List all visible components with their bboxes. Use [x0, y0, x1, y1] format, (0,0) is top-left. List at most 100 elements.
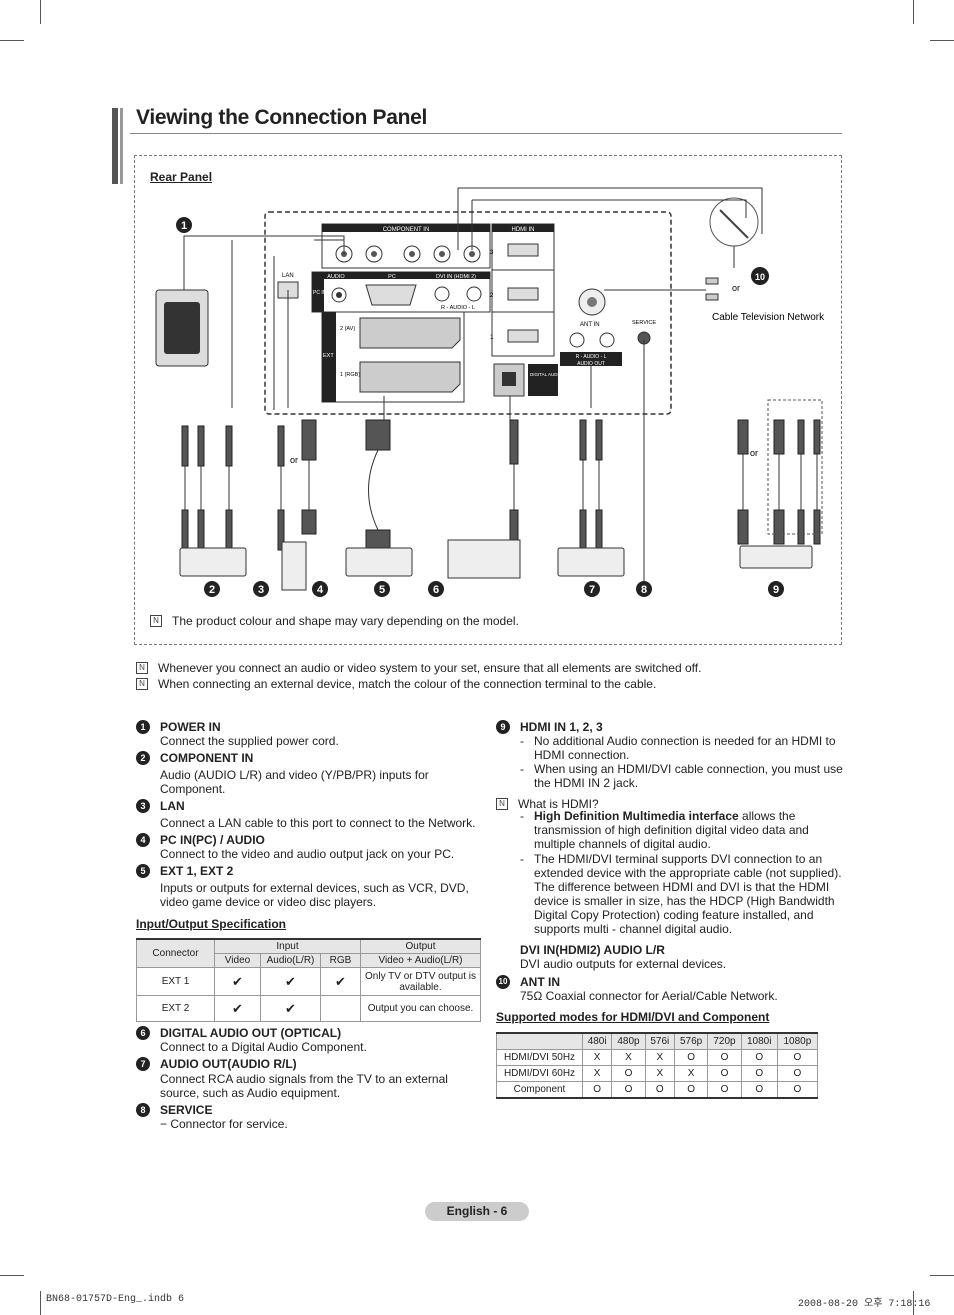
- item-body: DVI audio outputs for external devices.: [520, 957, 727, 971]
- note-text: When connecting an external device, matc…: [158, 677, 657, 691]
- callout-5: [374, 581, 390, 597]
- hdmi-dvi-note: The HDMI/DVI terminal supports DVI conne…: [520, 852, 846, 936]
- col-header: 576i: [644, 1032, 675, 1050]
- callout-7: [584, 581, 600, 597]
- note-icon: N: [150, 615, 162, 627]
- item-body: Connect to the video and audio output ja…: [160, 847, 455, 861]
- cell: O: [707, 1065, 742, 1082]
- cell: O: [673, 1081, 709, 1099]
- cell: EXT 2: [136, 995, 215, 1022]
- cell: X: [611, 1049, 646, 1066]
- or-label: or: [750, 448, 758, 458]
- th-rgb: RGB: [320, 953, 361, 968]
- cell: EXT 1: [136, 967, 215, 996]
- col-header: 1080p: [776, 1032, 819, 1050]
- bluray-device-icon: [739, 545, 813, 569]
- audio-system-icon: [447, 539, 521, 579]
- or-label: or: [290, 455, 298, 465]
- crop-mark: [930, 1275, 954, 1276]
- th-audio: Audio(L/R): [260, 953, 321, 968]
- svg-text:9: 9: [773, 584, 779, 596]
- cell: O: [611, 1081, 646, 1099]
- item-title: SERVICE: [160, 1103, 213, 1117]
- hdmi-in-label: HDMI IN: [512, 227, 535, 233]
- cell: [320, 995, 361, 1022]
- th-output-sub: Video + Audio(L/R): [360, 953, 481, 968]
- cell: ✔: [260, 995, 321, 1022]
- digital-audio-label: DIGITAL AUDIO OUT (OPTICAL): [530, 372, 597, 377]
- item-body: Connect a LAN cable to this port to conn…: [160, 816, 476, 830]
- item-title: DIGITAL AUDIO OUT (OPTICAL): [160, 1026, 342, 1040]
- item-title: POWER IN: [160, 720, 221, 734]
- cell: O: [581, 1081, 613, 1099]
- rear-panel-diagram: COMPONENT IN HDMI IN 3 2 1 LAN AUDIO PC …: [155, 187, 825, 597]
- dvd-device-icon: [345, 547, 413, 577]
- cell: X: [644, 1065, 675, 1082]
- item-title: DVI IN(HDMI2) AUDIO L/R: [520, 943, 665, 957]
- callout-badge: 10: [496, 975, 510, 989]
- note-icon: N: [496, 798, 508, 810]
- note-text: Whenever you connect an audio or video s…: [158, 661, 702, 675]
- item-dvi-audio: DVI IN(HDMI2) AUDIO L/R DVI audio output…: [520, 943, 846, 971]
- item-ant-in: 10 ANT IN 75Ω Coaxial connector for Aeria…: [496, 975, 846, 1003]
- ant-in-label: ANT IN: [580, 322, 600, 328]
- title-rule: [130, 133, 842, 134]
- item-title: ANT IN: [520, 975, 560, 989]
- hdmi-definition: High Definition Multimedia interface all…: [520, 809, 846, 851]
- svg-text:10: 10: [755, 272, 765, 282]
- callout-badge: 9: [496, 720, 510, 734]
- callout-4: [312, 581, 328, 597]
- callout-6: [428, 581, 444, 597]
- title-accent-bar: [120, 108, 123, 184]
- scart-ext2: [359, 317, 461, 349]
- item-title: HDMI IN 1, 2, 3: [520, 720, 603, 734]
- page-title: Viewing the Connection Panel: [136, 106, 428, 129]
- diagram-note-text: The product colour and shape may vary de…: [172, 614, 519, 628]
- pc-tower-icon: [281, 541, 307, 591]
- dvi-audio-label: R - AUDIO - L: [441, 305, 475, 311]
- crop-mark: [0, 40, 24, 41]
- item-title: EXT 1, EXT 2: [160, 864, 234, 878]
- callout-badge: 4: [136, 833, 150, 847]
- scart-ext1: [359, 361, 461, 393]
- what-is-hdmi-text: What is HDMI?: [518, 797, 599, 811]
- col-header: 720p: [707, 1032, 742, 1050]
- rear-panel-label: Rear Panel: [150, 170, 213, 184]
- cell: O: [611, 1065, 646, 1082]
- item-title: AUDIO OUT(AUDIO R/L): [160, 1057, 297, 1071]
- bold-term: High Definition Multimedia interface: [534, 809, 739, 823]
- callout-badge: 7: [136, 1057, 150, 1071]
- note-item: N Whenever you connect an audio or video…: [136, 661, 701, 675]
- svg-text:1: 1: [181, 220, 187, 232]
- modes-heading: Supported modes for HDMI/DVI and Compone…: [496, 1010, 770, 1024]
- svg-text:3: 3: [258, 584, 264, 596]
- cell: O: [707, 1081, 742, 1099]
- table-row: EXT 1 ✔ ✔ ✔ Only TV or DTV output is ava…: [136, 967, 481, 996]
- connection-panel-box: [134, 155, 842, 645]
- note-icon: N: [136, 678, 148, 690]
- svg-text:6: 6: [433, 584, 439, 596]
- svg-text:2: 2: [209, 584, 215, 596]
- callout-10: [751, 267, 769, 285]
- item-body: 75Ω Coaxial connector for Aerial/Cable N…: [520, 989, 778, 1003]
- item-hdmi-in: 9 HDMI IN 1, 2, 3 No additional Audio con…: [496, 720, 846, 790]
- cell: ✔: [214, 995, 261, 1022]
- cell: O: [740, 1081, 778, 1099]
- what-is-hdmi-body: High Definition Multimedia interface all…: [520, 809, 846, 936]
- callout-8: [636, 581, 652, 597]
- hdmi-bullet: No additional Audio connection is needed…: [520, 734, 846, 762]
- crop-mark: [0, 1275, 24, 1276]
- callout-badge: 6: [136, 1026, 150, 1040]
- item-body: − Connector for service.: [160, 1117, 288, 1131]
- audio-out-label: AUDIO OUT: [577, 361, 605, 367]
- note-item: N When connecting an external device, ma…: [136, 677, 656, 691]
- item-body: Inputs or outputs for external devices, …: [160, 881, 469, 909]
- item-title: LAN: [160, 799, 185, 813]
- th-output: Output: [360, 938, 481, 954]
- crop-mark: [930, 40, 954, 41]
